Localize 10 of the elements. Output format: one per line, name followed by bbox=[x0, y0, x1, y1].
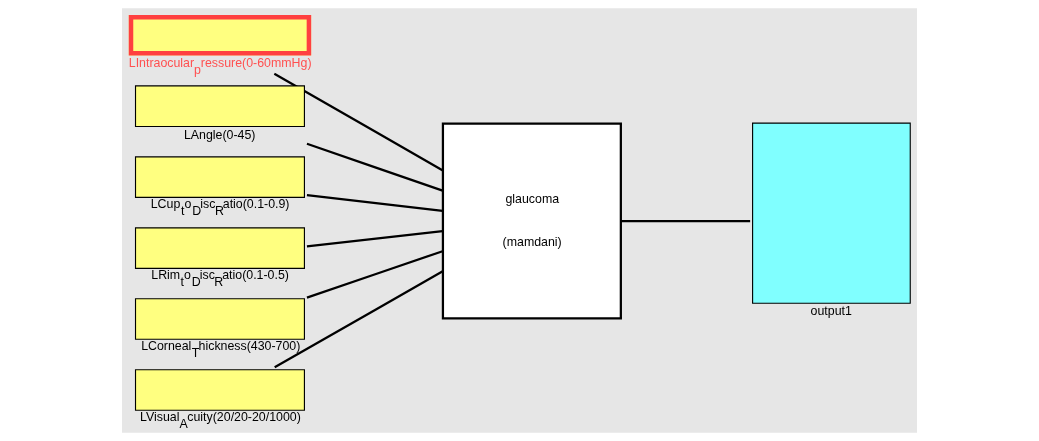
node-label: LAngle(0-45) bbox=[183, 127, 256, 142]
node-box: glaucoma (mamdani) bbox=[441, 122, 622, 320]
connector bbox=[306, 142, 443, 192]
connector bbox=[306, 193, 443, 212]
connector bbox=[306, 229, 443, 248]
connector bbox=[621, 219, 751, 223]
connector bbox=[273, 72, 444, 172]
node-label: output1 bbox=[810, 304, 852, 319]
connector bbox=[274, 270, 444, 369]
connector bbox=[306, 250, 443, 299]
